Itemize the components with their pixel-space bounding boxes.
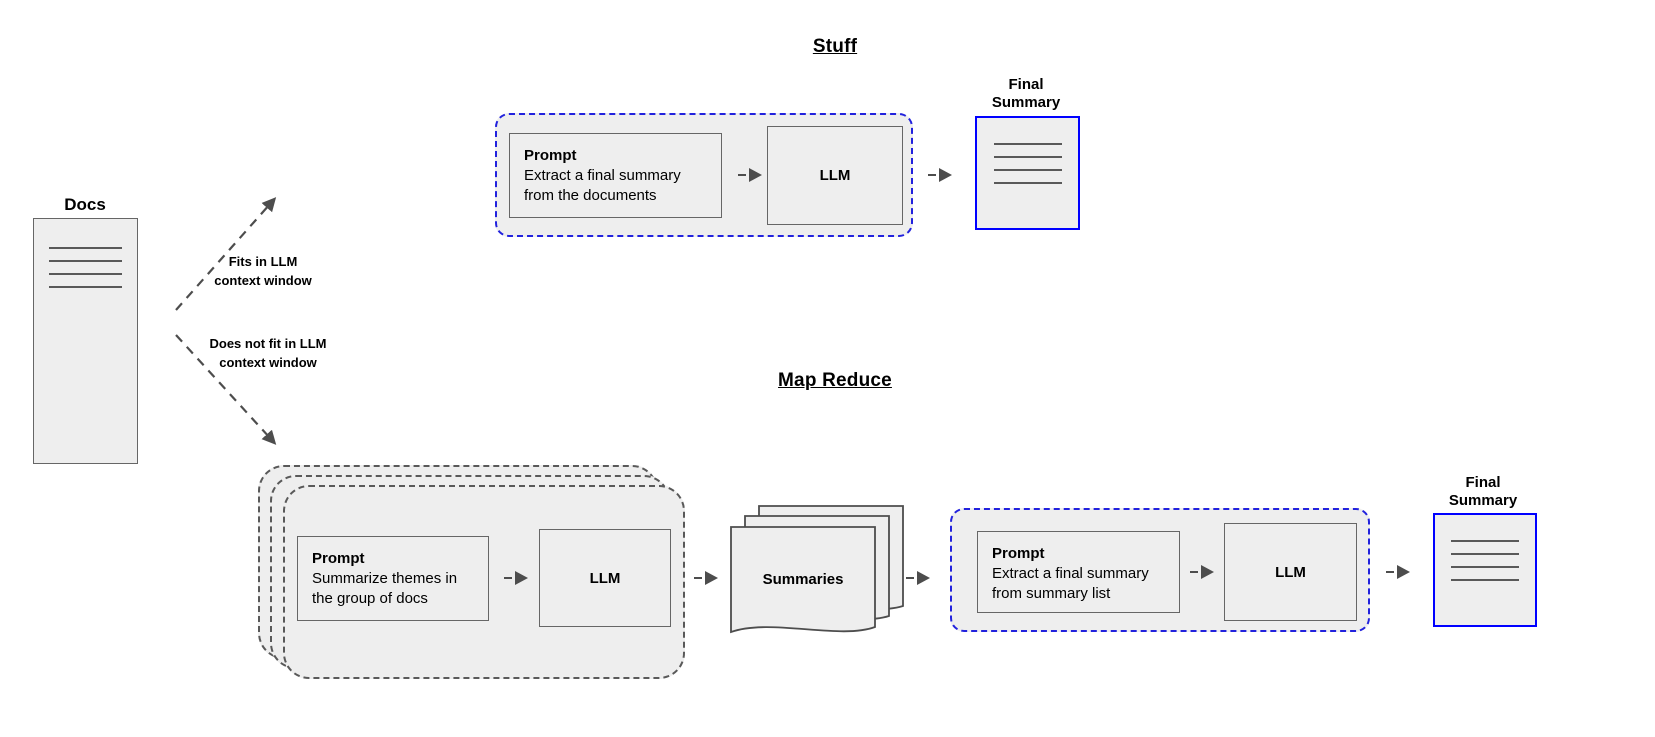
arrow-tail bbox=[906, 577, 914, 579]
docs-line bbox=[49, 286, 122, 288]
final-summary-line bbox=[993, 169, 1062, 171]
reduce-final-summary-label: Final Summary bbox=[1417, 474, 1549, 510]
edge-label-fits-line2: context window bbox=[214, 273, 312, 288]
edge-label-not-fits-line2: context window bbox=[219, 355, 317, 370]
stuff-prompt-title: Prompt bbox=[524, 147, 577, 164]
arrow-head-icon bbox=[917, 571, 930, 585]
arrow-head-icon bbox=[705, 571, 718, 585]
reduce-prompt-line1: Extract a final summary bbox=[992, 565, 1149, 582]
edge-label-not-fits-line1: Does not fit in LLM bbox=[209, 336, 327, 351]
final-summary-line bbox=[993, 182, 1062, 184]
stuff-final-summary-box bbox=[975, 116, 1080, 230]
arrow-tail bbox=[928, 174, 936, 176]
reduce-final-summary-line2: Summary bbox=[1448, 492, 1518, 509]
stuff-arrow-llm-to-summary bbox=[928, 168, 952, 182]
map-llm-box: LLM bbox=[539, 529, 671, 627]
edge-label-fits-line1: Fits in LLM bbox=[228, 254, 298, 269]
final-summary-line bbox=[1451, 566, 1519, 568]
arrow-head-icon bbox=[939, 168, 952, 182]
reduce-llm-label: LLM bbox=[1275, 563, 1306, 581]
final-summary-line-group bbox=[1435, 540, 1535, 592]
docs-line bbox=[49, 247, 122, 249]
stuff-arrow-prompt-to-llm bbox=[738, 168, 762, 182]
map-arrow-summaries-to-reduce bbox=[906, 571, 930, 585]
stuff-llm-label: LLM bbox=[819, 167, 851, 184]
final-summary-line bbox=[993, 156, 1062, 158]
arrow-head-icon bbox=[515, 571, 528, 585]
arrow-tail bbox=[1386, 571, 1394, 573]
edge-label-fits: Fits in LLM context window bbox=[181, 252, 345, 290]
reduce-prompt-line2: from summary list bbox=[992, 585, 1111, 602]
docs-line bbox=[49, 260, 122, 262]
docs-group: Docs bbox=[0, 190, 180, 475]
arrow-tail bbox=[694, 577, 702, 579]
docs-label: Docs bbox=[64, 195, 106, 214]
edge-fits-arrow bbox=[175, 197, 277, 311]
docs-line-group bbox=[34, 247, 137, 299]
final-summary-line bbox=[1451, 540, 1519, 542]
reduce-final-summary-line1: Final bbox=[1465, 474, 1501, 491]
reduce-llm-box: LLM bbox=[1224, 523, 1357, 621]
summaries-label: Summaries bbox=[762, 571, 844, 588]
summaries-stack: Summaries bbox=[730, 505, 905, 640]
stuff-final-summary-line2: Summary bbox=[991, 94, 1061, 111]
arrow-tail bbox=[504, 577, 512, 579]
stuff-llm-box: LLM bbox=[767, 126, 903, 225]
map-arrow-prompt-to-llm bbox=[504, 571, 528, 585]
map-prompt-line1: Summarize themes in bbox=[312, 570, 458, 587]
stuff-prompt-box: Prompt Extract a final summary from the … bbox=[509, 133, 722, 218]
map-arrow-llm-to-summaries bbox=[694, 571, 718, 585]
final-summary-line bbox=[993, 143, 1062, 145]
edge-label-not-fits: Does not fit in LLM context window bbox=[178, 334, 358, 372]
branch-arrows bbox=[175, 197, 277, 445]
map-llm-label: LLM bbox=[589, 569, 621, 587]
map-prompt-line2: the group of docs bbox=[312, 590, 428, 607]
docs-line bbox=[49, 273, 122, 275]
arrow-head-icon bbox=[1201, 565, 1214, 579]
map-reduce-section-title: Map Reduce bbox=[778, 370, 892, 391]
map-prompt-title: Prompt bbox=[312, 550, 365, 567]
arrow-tail bbox=[1190, 571, 1198, 573]
arrow-head-icon bbox=[1397, 565, 1410, 579]
arrow-tail bbox=[738, 174, 746, 176]
edge-not-fits-arrow bbox=[175, 334, 277, 445]
stuff-prompt-line1: Extract a final summary bbox=[524, 167, 681, 184]
final-summary-line bbox=[1451, 579, 1519, 581]
summaries-sheet-front bbox=[730, 526, 876, 640]
reduce-prompt-title: Prompt bbox=[992, 545, 1045, 562]
reduce-arrow-llm-to-summary bbox=[1386, 565, 1410, 579]
stuff-final-summary-label: Final Summary bbox=[960, 76, 1092, 112]
reduce-arrow-prompt-to-llm bbox=[1190, 565, 1214, 579]
arrow-head-icon bbox=[749, 168, 762, 182]
docs-box bbox=[33, 218, 138, 464]
stuff-prompt-line2: from the documents bbox=[524, 187, 657, 204]
stuff-section-title: Stuff bbox=[812, 36, 858, 57]
reduce-final-summary-box bbox=[1433, 513, 1537, 627]
final-summary-line bbox=[1451, 553, 1519, 555]
map-prompt-box: Prompt Summarize themes in the group of … bbox=[297, 536, 489, 621]
final-summary-line-group bbox=[977, 143, 1078, 195]
reduce-prompt-box: Prompt Extract a final summary from summ… bbox=[977, 531, 1180, 613]
stuff-final-summary-line1: Final bbox=[1008, 76, 1044, 93]
